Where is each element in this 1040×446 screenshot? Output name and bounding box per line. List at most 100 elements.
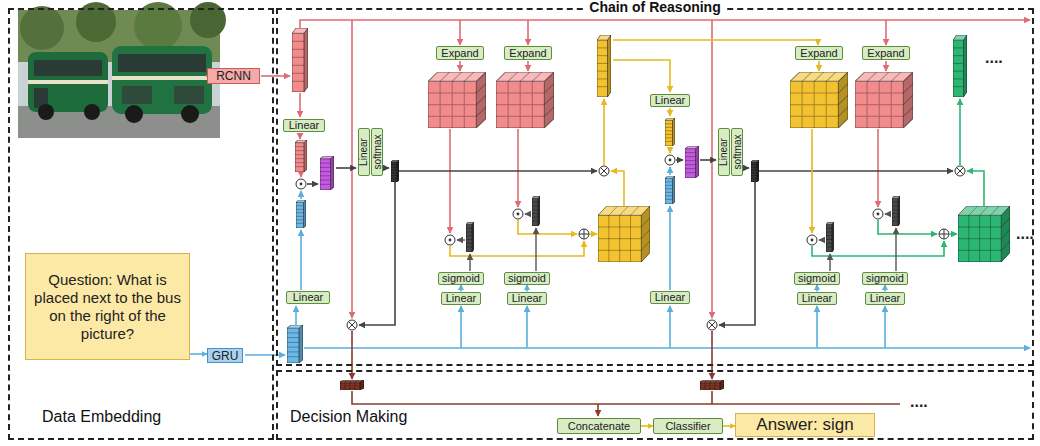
layer-box: Linear — [286, 291, 330, 304]
tensor-block — [665, 176, 675, 204]
connector-arrow — [526, 285, 528, 292]
bus-photo — [84, 104, 100, 120]
attention-wire — [384, 167, 389, 169]
bus-photo — [118, 54, 206, 72]
box-label: Expand — [800, 48, 837, 59]
layer-box: sigmoid — [504, 272, 550, 285]
box-label: Answer: sign — [756, 415, 853, 435]
memory-wire — [518, 220, 577, 234]
question-wire — [669, 167, 671, 175]
feature-wire — [527, 20, 529, 45]
ellipsis-label: .... — [985, 50, 1003, 66]
attention-wire — [759, 170, 953, 172]
tensor-block — [598, 206, 650, 262]
decision-wire — [711, 391, 713, 404]
tensor-block — [287, 28, 1010, 390]
box-label: Linear — [446, 293, 477, 304]
feature-wire — [877, 129, 879, 207]
memory-wire — [603, 99, 605, 165]
question-wire — [884, 306, 886, 348]
box-label: Linear — [655, 95, 686, 106]
tensor-block — [296, 200, 306, 228]
attention-wire — [676, 159, 683, 161]
box-label: Linear — [802, 293, 833, 304]
ellipsis-label: .... — [910, 394, 928, 410]
operator-symbol — [939, 229, 949, 239]
connector-arrow — [460, 285, 462, 292]
box-label: GRU — [212, 350, 239, 362]
region-heading: Data Embedding — [38, 408, 165, 426]
gate-wire — [829, 254, 830, 271]
box-label: Question: What is placed next to the bus… — [32, 271, 183, 343]
layer-box: Linear — [358, 128, 370, 176]
box-label: Linear — [719, 138, 729, 166]
layer-box: sigmoid — [794, 272, 840, 285]
process-box: Concatenate — [557, 418, 641, 434]
feature-wire — [351, 20, 353, 318]
question-wire — [526, 306, 528, 348]
attention-wire — [744, 167, 749, 169]
question-wire — [295, 306, 297, 325]
layer-box: Linear — [650, 94, 690, 107]
operator-symbol — [807, 235, 817, 245]
layer-box: Linear — [507, 292, 547, 305]
layer-box: Expand — [862, 46, 910, 60]
bus-photo — [18, 2, 226, 138]
tensor-block — [466, 222, 474, 252]
question-wire — [460, 306, 462, 348]
feature-wire — [300, 172, 302, 177]
layer-box: Expand — [436, 46, 484, 60]
attention-wire — [399, 170, 597, 172]
feature-wire — [885, 61, 887, 71]
tensor-block — [340, 380, 364, 390]
answer-box: Answer: sign — [735, 413, 875, 437]
feature-wire — [459, 20, 461, 45]
memory-wire — [613, 40, 818, 45]
connector-arrow — [884, 285, 886, 292]
box-label: sigmoid — [866, 273, 904, 284]
memory-wire — [669, 147, 671, 153]
memory-wire — [959, 99, 961, 165]
operator-symbol — [296, 179, 306, 189]
tensor-block — [292, 28, 308, 92]
gate-wire — [819, 239, 825, 240]
gate-wire — [885, 213, 891, 214]
section-frame: Data Embedding Question: What is placed n… — [8, 8, 274, 440]
box-label: softmax — [732, 134, 742, 169]
tensor-block — [428, 72, 486, 128]
tensor-block — [287, 325, 303, 363]
box-label: RCNN — [216, 70, 251, 82]
tensor-block — [892, 196, 900, 226]
feature-wire — [459, 61, 461, 71]
box-label: Linear — [359, 138, 369, 166]
connector-arrow — [723, 425, 735, 427]
bus-photo — [20, 6, 64, 50]
attention-wire — [700, 159, 716, 161]
gate-wire — [535, 228, 536, 271]
tensor-block — [826, 222, 834, 252]
operator-symbol — [347, 320, 357, 330]
decision-wire — [352, 391, 900, 404]
attention-wire — [307, 183, 318, 185]
attention-wire — [719, 182, 755, 325]
feature-wire — [299, 133, 301, 139]
question-wire — [669, 206, 671, 290]
bus-photo — [122, 86, 152, 104]
layer-box: sigmoid — [438, 272, 484, 285]
operator-symbol — [513, 209, 523, 219]
layer-box: sigmoid — [862, 272, 908, 285]
connector-arrow — [190, 353, 207, 355]
box-label: Linear — [655, 292, 686, 303]
region-heading: Decision Making — [286, 408, 411, 426]
bus-photo — [38, 104, 54, 120]
feature-wire — [885, 20, 887, 45]
connector-arrow — [641, 425, 653, 427]
operator-symbol — [873, 209, 883, 219]
gate-wire — [525, 213, 531, 214]
gate-wire — [457, 214, 896, 271]
bus-photo — [174, 86, 204, 104]
layer-box: Linear — [650, 291, 690, 304]
memory-wire — [590, 233, 597, 235]
